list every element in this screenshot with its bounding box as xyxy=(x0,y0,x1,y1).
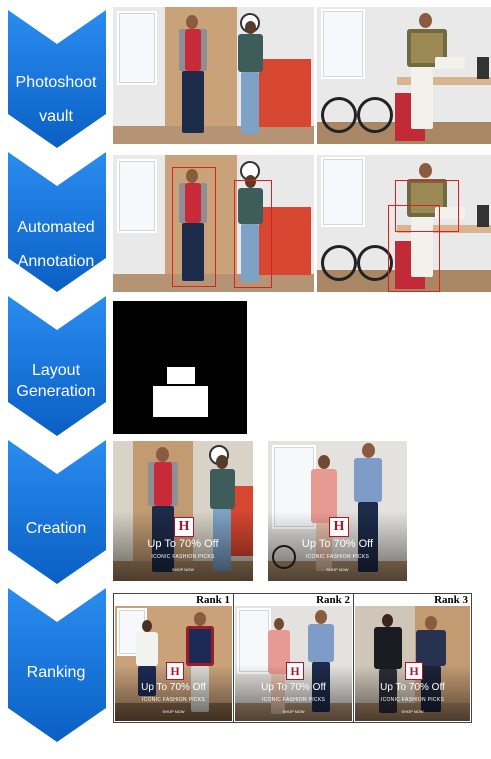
brand-logo: H xyxy=(405,662,423,680)
model-female xyxy=(233,21,267,141)
annotated-image-2 xyxy=(317,155,491,292)
stage-label-annotation: Automated Annotation xyxy=(4,211,108,279)
brand-logo: H xyxy=(174,517,194,537)
stage-label-creation: Creation xyxy=(4,512,108,546)
ad-subline: ICONIC FASHION PICKS xyxy=(151,554,215,560)
stage-label-photoshoot-line2: vault xyxy=(39,108,73,125)
rank-label-2: Rank 2 xyxy=(316,594,350,606)
ad-subline: ICONIC FASHION PICKS xyxy=(305,554,370,560)
bounding-box xyxy=(395,180,459,232)
stage-label-photoshoot: Photoshoot vault xyxy=(4,66,108,134)
model-seated xyxy=(401,163,471,283)
model-male xyxy=(173,169,213,289)
ad-cta: SHOP NOW xyxy=(326,567,349,572)
pipeline-chevron-column xyxy=(8,10,106,742)
annotated-image-1 xyxy=(113,155,314,292)
ad-headline: Up To 70% Off xyxy=(380,682,445,693)
stage-label-ranking: Ranking xyxy=(4,656,108,690)
ad-headline: Up To 70% Off xyxy=(147,538,219,550)
stage-label-photoshoot-line1: Photoshoot xyxy=(15,74,97,91)
model-seated xyxy=(401,13,471,133)
stage-label-layout: Layout Generation xyxy=(4,360,108,402)
stage-label-annotation-line2: Annotation xyxy=(17,253,95,270)
creative-ad-1: H Up To 70% Off ICONIC FASHION PICKS SHO… xyxy=(113,441,253,581)
layout-mask xyxy=(113,301,247,434)
stage-label-layout-line1: Layout xyxy=(31,362,81,379)
brand-logo: H xyxy=(166,662,184,680)
photoshoot-image-1 xyxy=(113,7,314,144)
bounding-box xyxy=(388,205,440,292)
chevron-ranking xyxy=(8,588,106,742)
chevron-annotation xyxy=(8,152,106,292)
ranked-ad-1: Rank 1 H Up To 70% Off ICONIC FASHION PI… xyxy=(113,593,234,723)
ad-headline: Up To 70% Off xyxy=(141,682,206,693)
photoshoot-image-2 xyxy=(317,7,491,144)
stage-label-creation-line1: Creation xyxy=(25,520,87,537)
ad-subline: ICONIC FASHION PICKS xyxy=(261,697,326,703)
layout-text-slot xyxy=(153,386,208,417)
rank-label-3: Rank 3 xyxy=(434,594,468,606)
layout-logo-slot xyxy=(167,367,195,384)
bounding-box xyxy=(234,180,272,288)
chevron-creation xyxy=(8,440,106,584)
ad-cta: SHOP NOW xyxy=(282,709,305,714)
stage-label-annotation-line1: Automated xyxy=(17,219,95,236)
bounding-box xyxy=(172,167,216,287)
ad-subline: ICONIC FASHION PICKS xyxy=(141,697,206,703)
ad-cta: SHOP NOW xyxy=(162,709,185,714)
ad-cta: SHOP NOW xyxy=(171,567,195,572)
chevron-photoshoot xyxy=(8,10,106,148)
ranked-ad-2: Rank 2 H Up To 70% Off ICONIC FASHION PI… xyxy=(233,593,354,723)
ad-headline: Up To 70% Off xyxy=(301,538,374,550)
model-female xyxy=(233,175,267,289)
ranked-ad-3: Rank 3 H Up To 70% Off ICONIC FASHION PI… xyxy=(353,593,472,723)
rank-label-1: Rank 1 xyxy=(196,594,230,606)
model-male xyxy=(173,15,213,141)
chevron-layout xyxy=(8,296,106,436)
ad-headline: Up To 70% Off xyxy=(261,682,326,693)
stage-label-layout-line2: Generation xyxy=(16,383,96,400)
creative-ad-2: H Up To 70% Off ICONIC FASHION PICKS SHO… xyxy=(268,441,407,581)
brand-logo: H xyxy=(286,662,304,680)
stage-label-ranking-line1: Ranking xyxy=(26,664,86,681)
ad-cta: SHOP NOW xyxy=(401,709,424,714)
ad-subline: ICONIC FASHION PICKS xyxy=(380,697,445,703)
brand-logo: H xyxy=(329,517,349,537)
